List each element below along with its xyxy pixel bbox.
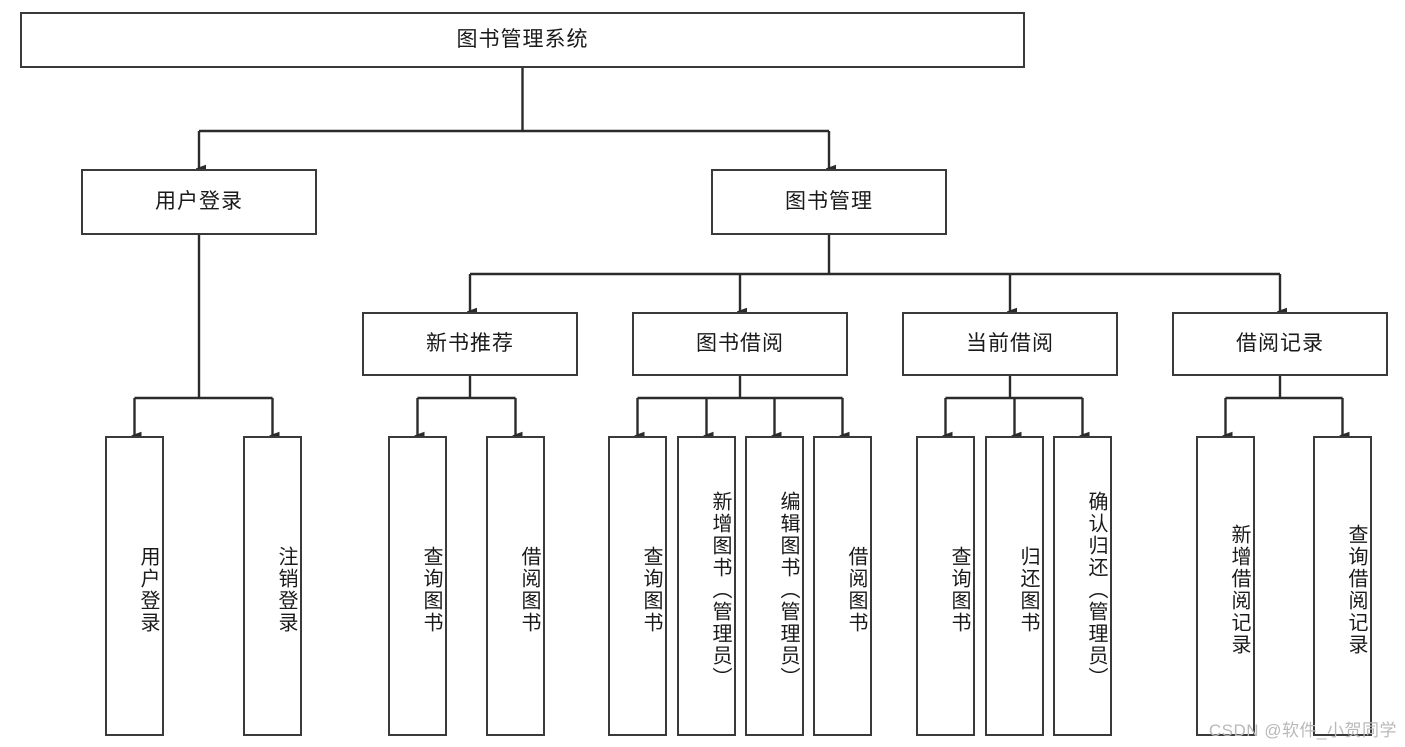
node-l1[interactable]: 用户登录: [105, 436, 164, 736]
node-label: 查询图书: [948, 546, 970, 634]
node-bookmgmt[interactable]: 图书管理: [711, 169, 947, 235]
node-l6[interactable]: 新增图书（管理员）: [677, 436, 736, 736]
node-l11[interactable]: 确认归还（管理员）: [1053, 436, 1112, 736]
node-label: 新增图书（管理员）: [709, 491, 731, 689]
node-label: 查询借阅记录: [1345, 524, 1367, 656]
node-l7[interactable]: 编辑图书（管理员）: [745, 436, 804, 736]
node-l3[interactable]: 查询图书: [388, 436, 447, 736]
node-label: 借阅图书: [518, 546, 540, 634]
node-root[interactable]: 图书管理系统: [20, 12, 1025, 68]
edge-group: [135, 68, 1343, 436]
node-label: 注销登录: [275, 546, 297, 634]
node-l2[interactable]: 注销登录: [243, 436, 302, 736]
node-l5[interactable]: 查询图书: [608, 436, 667, 736]
node-newbook[interactable]: 新书推荐: [362, 312, 578, 376]
node-current[interactable]: 当前借阅: [902, 312, 1118, 376]
node-label: 图书管理系统: [456, 28, 589, 52]
node-l4[interactable]: 借阅图书: [486, 436, 545, 736]
node-label: 新书推荐: [426, 332, 514, 356]
node-l8[interactable]: 借阅图书: [813, 436, 872, 736]
node-label: 图书管理: [785, 190, 873, 214]
node-label: 用户登录: [137, 546, 159, 634]
node-label: 查询图书: [640, 546, 662, 634]
node-label: 用户登录: [155, 190, 243, 214]
node-label: 确认归还（管理员）: [1085, 491, 1107, 689]
node-label: 新增借阅记录: [1228, 524, 1250, 656]
node-label: 借阅图书: [845, 546, 867, 634]
node-borrow[interactable]: 图书借阅: [632, 312, 848, 376]
node-l9[interactable]: 查询图书: [916, 436, 975, 736]
node-records[interactable]: 借阅记录: [1172, 312, 1388, 376]
node-label: 归还图书: [1017, 546, 1039, 634]
node-label: 查询图书: [420, 546, 442, 634]
node-l10[interactable]: 归还图书: [985, 436, 1044, 736]
node-label: 图书借阅: [696, 332, 784, 356]
node-l13[interactable]: 查询借阅记录: [1313, 436, 1372, 736]
node-label: 当前借阅: [966, 332, 1054, 356]
node-label: 编辑图书（管理员）: [777, 491, 799, 689]
node-login[interactable]: 用户登录: [81, 169, 317, 235]
node-label: 借阅记录: [1236, 332, 1324, 356]
node-l12[interactable]: 新增借阅记录: [1196, 436, 1255, 736]
